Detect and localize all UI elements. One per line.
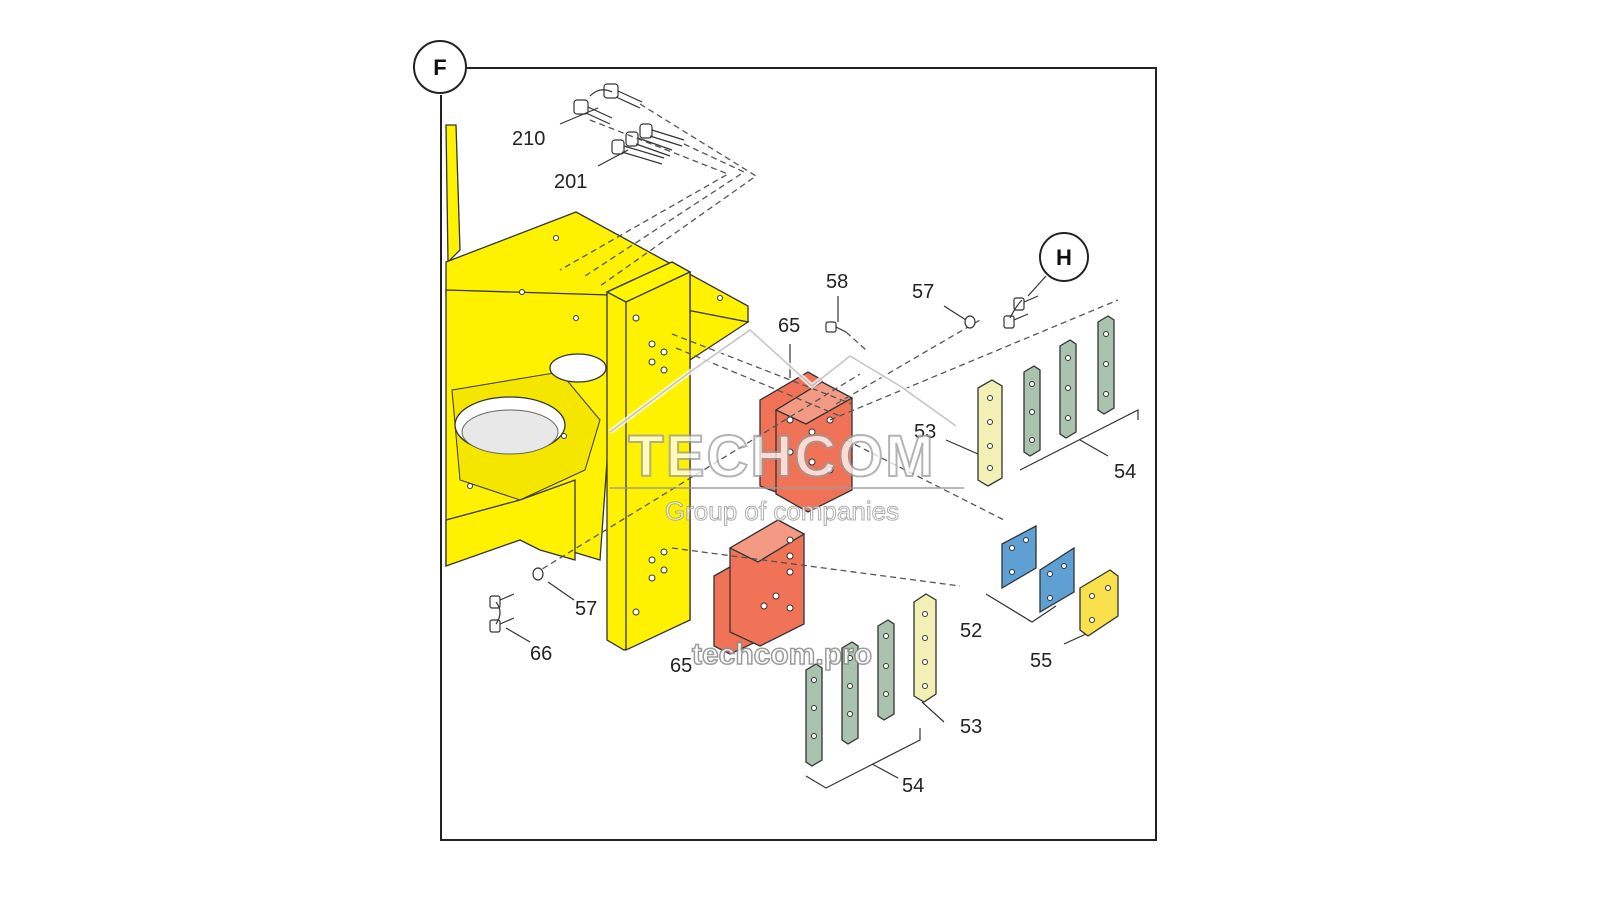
shim-53-top xyxy=(977,379,1003,487)
bolt-pair-h xyxy=(1003,295,1039,329)
bolt-set-210 xyxy=(573,83,643,125)
callout-main-f-text: F xyxy=(433,55,446,80)
label-57-top: 57 xyxy=(912,281,934,303)
washer-57-top xyxy=(964,315,976,329)
label-54-bottom: 54 xyxy=(902,775,924,797)
label-53-bottom: 53 xyxy=(960,716,982,738)
watermark-tagline: Group of companies xyxy=(665,496,899,526)
pad-52 xyxy=(1001,524,1075,614)
bolt-set-201 xyxy=(611,123,685,165)
watermark: TECHCOM Group of companies techcom.pro xyxy=(608,326,964,672)
label-55: 55 xyxy=(1030,650,1052,672)
label-58: 58 xyxy=(826,271,848,293)
diagram-frame xyxy=(440,67,1157,841)
label-66: 66 xyxy=(530,643,552,665)
shim-stack-54-top xyxy=(1023,315,1115,457)
label-201: 201 xyxy=(554,171,587,193)
bolt-pair-66 xyxy=(489,593,515,633)
label-54-top: 54 xyxy=(1114,461,1136,483)
washer-57-left xyxy=(532,567,544,581)
callout-detail-h-text: H xyxy=(1056,245,1072,270)
pad-55 xyxy=(1079,569,1119,637)
label-52: 52 xyxy=(960,620,982,642)
label-57-left: 57 xyxy=(575,598,597,620)
main-frame-part xyxy=(445,124,750,652)
callout-main-f: F xyxy=(413,40,467,94)
watermark-brand: TECHCOM xyxy=(628,424,935,489)
watermark-url: techcom.pro xyxy=(692,638,872,671)
screw-58 xyxy=(825,321,867,351)
label-53-top: 53 xyxy=(914,421,936,443)
label-65-top: 65 xyxy=(778,315,800,337)
shim-stack-54-bottom xyxy=(805,619,895,767)
label-210: 210 xyxy=(512,128,545,150)
label-65-bottom: 65 xyxy=(670,655,692,677)
callout-detail-h: H xyxy=(1039,232,1089,282)
bracket-65-lower xyxy=(713,519,806,655)
shim-53-bottom xyxy=(913,593,937,703)
